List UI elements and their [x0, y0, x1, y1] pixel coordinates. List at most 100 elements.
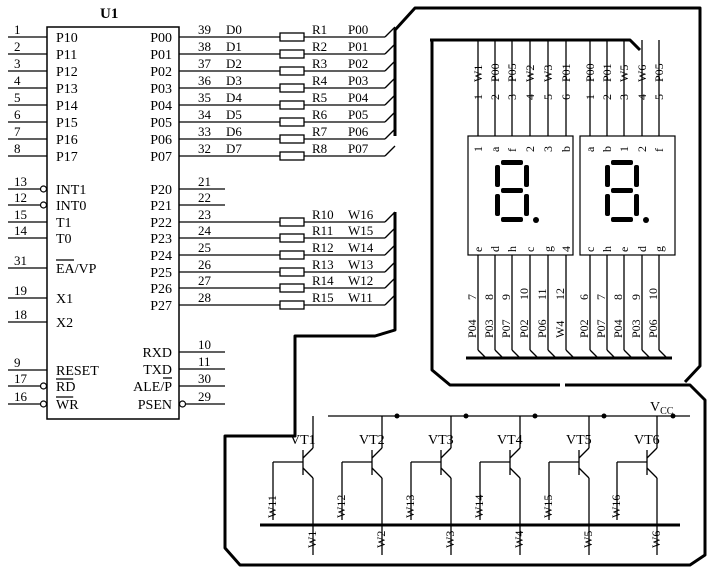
pin-number: 8 [482, 294, 496, 300]
junction-dot [601, 413, 607, 419]
segment-label: g [541, 246, 555, 252]
segment [634, 165, 639, 187]
resistor [279, 267, 305, 277]
resistor [279, 66, 305, 76]
pin-label: INT0 [56, 199, 86, 214]
segment [501, 217, 523, 222]
net-label: P03 [629, 319, 643, 338]
net-label: P05 [652, 63, 666, 82]
pin-label: P14 [56, 99, 78, 114]
collector [371, 467, 383, 479]
pin-number: 11 [535, 288, 549, 300]
pin-label: P17 [56, 150, 78, 165]
base-label: W15 [541, 495, 555, 518]
pin-number: 12 [553, 288, 567, 300]
segment-label: e [471, 247, 485, 252]
pin-number: 9 [14, 355, 21, 370]
output-label: P00 [348, 22, 368, 37]
bus-entry [384, 94, 396, 106]
emitter [302, 447, 314, 459]
output-label: W12 [348, 273, 373, 288]
segment-label: 1 [471, 146, 485, 152]
segment-label: 4 [559, 246, 573, 252]
pin-label: X2 [56, 316, 73, 331]
pin-number: 27 [198, 273, 212, 288]
pin-number: 4 [523, 94, 537, 100]
pin-label: P24 [150, 249, 172, 264]
output-label: W14 [348, 240, 374, 255]
pin-number: 29 [198, 389, 211, 404]
net-label: P02 [517, 319, 531, 338]
output-label: P05 [348, 107, 368, 122]
decimal-point [533, 217, 539, 223]
net-label: D7 [226, 141, 242, 156]
segment [611, 217, 633, 222]
output-label: P04 [348, 90, 369, 105]
net-label: W2 [523, 65, 537, 82]
segment-label: h [600, 246, 614, 252]
resistor [279, 283, 305, 293]
segment-label: c [523, 247, 537, 252]
pin-number: 36 [198, 73, 212, 88]
pin-label: RESET [56, 364, 99, 379]
chip-body [46, 26, 180, 420]
pin-label: PSEN [138, 398, 172, 413]
pin-label: P04 [150, 99, 172, 114]
pin-number: 14 [14, 223, 28, 238]
decimal-point [643, 217, 649, 223]
resistor [279, 134, 305, 144]
display-body [467, 135, 574, 256]
bus-entry [384, 277, 396, 289]
resistor-label: R12 [312, 240, 334, 255]
pin-number: 6 [14, 107, 21, 122]
transistor-name: VT1 [290, 433, 316, 448]
segment-label: d [488, 246, 502, 252]
display-body [579, 135, 676, 256]
segment-label: c [583, 247, 597, 252]
pin-label: P07 [150, 150, 172, 165]
transistor-group: VT1W11W1VT2W12W2VT3W13W3VT4W14W4VT5W15W5… [265, 413, 676, 555]
output-label: W13 [348, 257, 373, 272]
segment [605, 194, 610, 216]
pin-number: 22 [198, 190, 211, 205]
segment-label: a [488, 146, 502, 152]
segment [605, 165, 610, 187]
display-left: 1W11e7P042P00ad8P033P05fh9P074W22c10P025… [465, 40, 575, 359]
pin-label: P20 [150, 183, 172, 198]
net-label: P05 [505, 63, 519, 82]
left-pins: 1P102P113P124P135P146P157P168P1713INT112… [8, 22, 99, 413]
pin-number: 7 [465, 294, 479, 300]
collector [440, 467, 452, 479]
resistor-label: R4 [312, 73, 328, 88]
output-label: P01 [348, 39, 368, 54]
resistor [279, 233, 305, 243]
vcc-label: VCC [650, 400, 674, 417]
output-label: W16 [348, 207, 374, 222]
transistor-name: VT2 [359, 433, 385, 448]
pin-number: 6 [559, 94, 573, 100]
pin-number: 7 [594, 294, 608, 300]
resistor-label: R5 [312, 90, 327, 105]
base-label: W11 [265, 495, 279, 518]
base-label: W13 [403, 495, 417, 518]
pin-number: 8 [14, 141, 21, 156]
junction-dot [670, 413, 676, 419]
resistor [279, 49, 305, 59]
pin-number: 9 [499, 294, 513, 300]
pin-number: 34 [198, 107, 212, 122]
segment-label: a [583, 146, 597, 152]
resistor [279, 300, 305, 310]
pin-label: P16 [56, 133, 78, 148]
junction-dot [463, 413, 469, 419]
resistor-label: R13 [312, 257, 334, 272]
collector [578, 467, 590, 479]
output-label: P07 [348, 141, 369, 156]
pin-number: 15 [14, 207, 27, 222]
pin-number: 2 [14, 39, 21, 54]
pin-label: P02 [150, 65, 172, 80]
pin-number: 18 [14, 307, 27, 322]
